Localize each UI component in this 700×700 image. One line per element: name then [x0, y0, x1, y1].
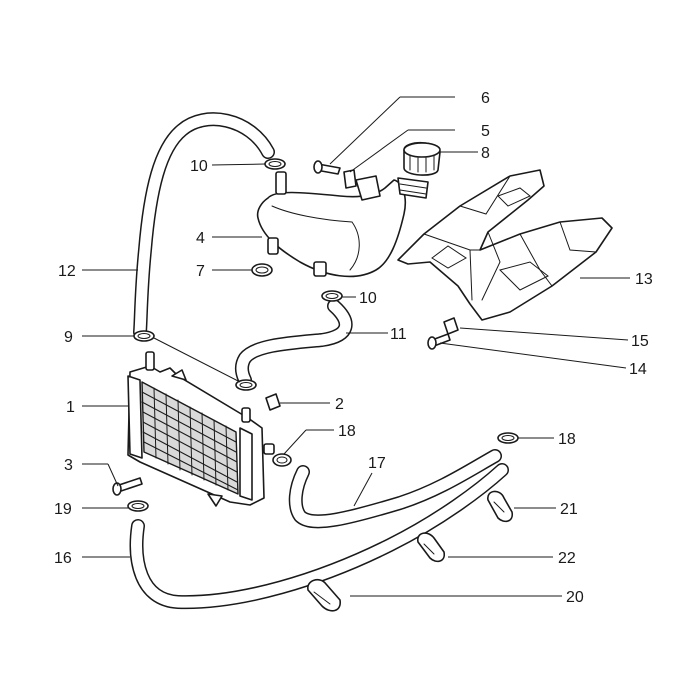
- callout-5: 5: [481, 123, 490, 140]
- callout-1: 1: [66, 399, 75, 416]
- hose-clamp-7: [251, 263, 273, 277]
- filler-cap: [397, 141, 441, 199]
- screw-3: [112, 477, 143, 496]
- callout-10-bottom: 10: [359, 290, 377, 307]
- callouts: 6 5 8 10 4 7 12 13 10 9 11 15 14 1 2 18 …: [54, 90, 653, 606]
- clip-nut-15: [443, 317, 459, 335]
- callout-6: 6: [481, 90, 490, 107]
- callout-22: 22: [558, 550, 576, 567]
- callout-7: 7: [196, 263, 205, 280]
- hose-holder-20: [307, 578, 341, 612]
- bracket-clip: [343, 169, 357, 189]
- callout-17: 17: [368, 455, 386, 472]
- clip-nut-2: [265, 393, 281, 411]
- callout-19: 19: [54, 501, 72, 518]
- callout-15: 15: [631, 333, 649, 350]
- hose-clamp-18-left: [272, 453, 292, 467]
- screw-14: [427, 333, 451, 350]
- hose-16: [129, 463, 509, 610]
- callout-8: 8: [481, 145, 490, 162]
- callout-4: 4: [196, 230, 205, 247]
- callout-9: 9: [64, 329, 73, 346]
- callout-18-right: 18: [558, 431, 576, 448]
- hose-clamp-9b: [235, 379, 257, 391]
- callout-13: 13: [635, 271, 653, 288]
- callout-20: 20: [566, 589, 584, 606]
- callout-14: 14: [629, 361, 647, 378]
- callout-2: 2: [335, 396, 344, 413]
- hose-clamp-10-bottom: [321, 290, 343, 302]
- leader-lines: [82, 96, 630, 597]
- callout-12: 12: [58, 263, 76, 280]
- callout-10-top: 10: [190, 158, 208, 175]
- hose-12: [133, 112, 275, 339]
- callout-3: 3: [64, 457, 73, 474]
- hose-17: [288, 449, 502, 529]
- callout-18-left: 18: [338, 423, 356, 440]
- hose-clamp-18-right: [497, 432, 519, 444]
- callout-21: 21: [560, 501, 578, 518]
- air-duct-shroud: [397, 169, 613, 321]
- callout-11: 11: [390, 326, 407, 343]
- expansion-tank: [256, 171, 407, 278]
- radiator-core-grid: [141, 387, 239, 491]
- hose-holder-21: [487, 490, 514, 523]
- radiator: [127, 351, 275, 507]
- hose-11: [235, 299, 353, 387]
- hose-clamp-9: [133, 330, 155, 342]
- hose-clamp-10-top: [264, 158, 286, 170]
- hose-clamp-19: [127, 500, 149, 512]
- screw-6: [313, 160, 341, 175]
- callout-16: 16: [54, 550, 72, 567]
- hose-holder-22: [417, 532, 446, 563]
